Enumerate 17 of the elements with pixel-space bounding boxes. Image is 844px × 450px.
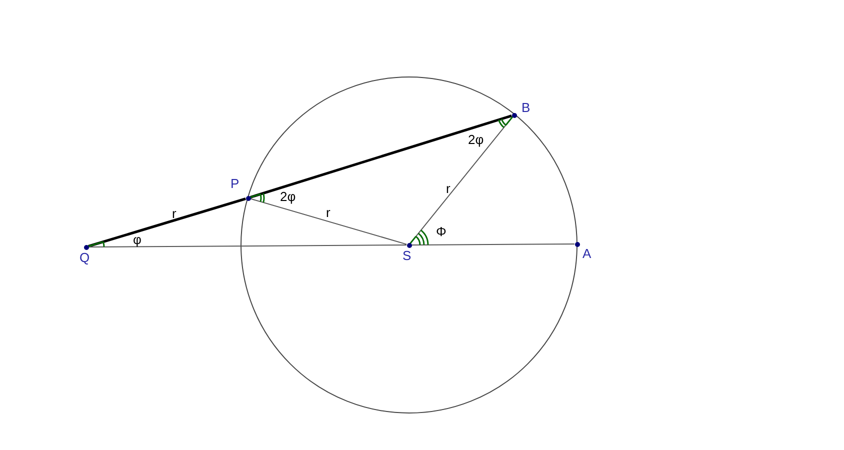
point-label: Q <box>80 250 90 264</box>
line-segment <box>88 197 246 248</box>
point-label: S <box>402 248 412 262</box>
edge-label: r <box>326 206 330 220</box>
angle-label: 2φ <box>468 133 484 147</box>
point-label: P <box>230 176 240 190</box>
point-label: B <box>522 100 530 114</box>
line-segment <box>88 244 407 248</box>
angle-label: Φ <box>436 225 446 239</box>
edge-label: r <box>172 207 176 221</box>
line-segment <box>411 244 575 246</box>
angle-label: 2φ <box>280 190 296 204</box>
edge-label: r <box>446 182 450 196</box>
angle-label: φ <box>133 233 142 247</box>
point-label: A <box>582 246 592 260</box>
line-segment <box>250 198 408 245</box>
line-segment <box>250 114 512 198</box>
